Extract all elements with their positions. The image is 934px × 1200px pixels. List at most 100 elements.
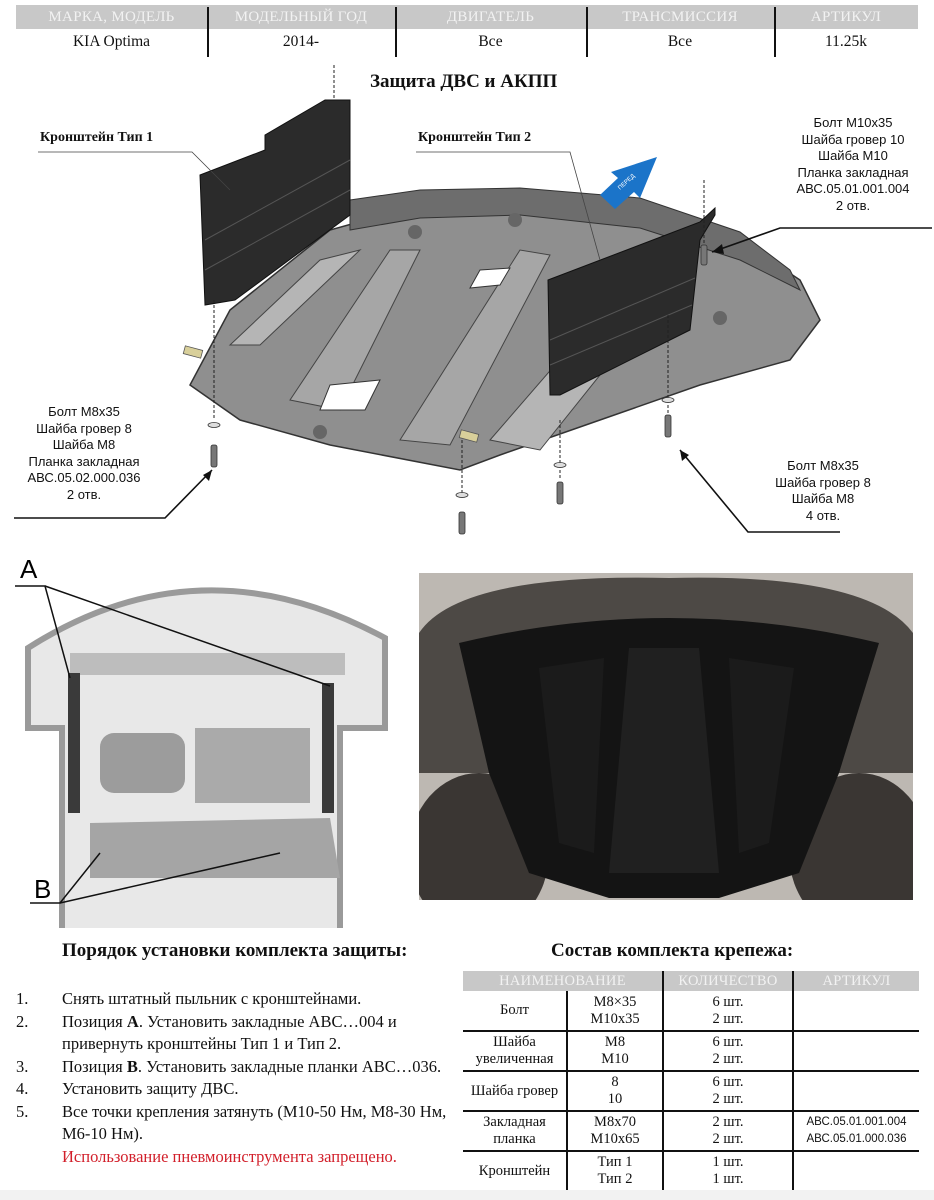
- kit-header-name: НАИМЕНОВАНИЕ: [463, 971, 663, 991]
- kit-item-name: Болт: [463, 991, 567, 1032]
- qty-value: 2 шт.: [712, 1131, 744, 1147]
- qty-value: 1 шт.: [712, 1154, 744, 1170]
- step-text-part: . Установить закладные АВС…004 и приверн…: [62, 1011, 397, 1054]
- step-text-part: . Установить закладные планки АВС…036.: [137, 1056, 442, 1076]
- kit-item-name: Шайба гровер: [463, 1071, 567, 1112]
- callout-line: Шайба М8: [52, 437, 116, 452]
- position-a-ref: А: [126, 1011, 139, 1031]
- footer-bar: [0, 1190, 934, 1200]
- exploded-assembly-diagram: ПЕРЕД: [14, 65, 932, 535]
- divider: [395, 7, 397, 57]
- callout-line: 4 отв.: [805, 507, 841, 523]
- bracket-type2-illustration: [547, 206, 716, 396]
- front-direction-arrow: ПЕРЕД: [600, 157, 657, 209]
- size-value: М10х35: [590, 1010, 640, 1027]
- step-text-part: Позиция: [62, 1056, 127, 1076]
- callout-line: Планка закладная: [28, 453, 140, 469]
- warning-text: Использование пневмоинструмента запрещен…: [62, 1146, 397, 1166]
- callout-line: Шайба гровер 8: [36, 420, 132, 436]
- arrow-heads: [203, 244, 724, 481]
- step-text: Установить защиту ДВС.: [62, 1079, 239, 1098]
- diagram-title: Защита ДВС и АКПП: [370, 71, 558, 92]
- kit-item-qty: 6 шт.2 шт.: [662, 1031, 793, 1072]
- qty-value: 6 шт.: [712, 1034, 744, 1050]
- callout-line: Шайба гровер 10: [801, 131, 905, 147]
- kit-title: Состав комплекта крепежа:: [551, 940, 794, 961]
- size-value: М10х65: [590, 1131, 640, 1147]
- callout-line: АВС.05.01.001.004: [796, 181, 910, 196]
- qty-value: 1 шт.: [712, 1171, 744, 1187]
- qty-value: 6 шт.: [712, 1074, 744, 1090]
- step-item: 3. Позиция В. Установить закладные планк…: [16, 1056, 456, 1079]
- step-number: 3.: [16, 1056, 29, 1076]
- vehicle-info-value-row: KIA Optima 2014- Все Все 11.25k: [16, 29, 918, 55]
- value-engine: Все: [478, 33, 503, 50]
- installation-steps: 1. Снять штатный пыльник с кронштейнами.…: [16, 988, 456, 1168]
- header-article: АРТИКУЛ: [810, 9, 882, 25]
- kit-item-name: Закладная планка: [463, 1111, 567, 1152]
- position-b-ref: В: [126, 1056, 138, 1076]
- position-b-label: B: [34, 874, 51, 904]
- kit-item-qty: 6 шт.2 шт.: [662, 1071, 793, 1112]
- divider: [586, 7, 588, 57]
- callout-line: Шайба М8: [791, 491, 855, 506]
- qty-value: 6 шт.: [712, 993, 744, 1010]
- value-transmission: Все: [667, 33, 693, 50]
- callout-line: Болт М8х35: [48, 404, 120, 419]
- step-number: 1.: [16, 989, 29, 1008]
- kit-table: НАИМЕНОВАНИЕ КОЛИЧЕСТВО АРТИКУЛ Болт М8×…: [463, 971, 919, 1192]
- size-value: М10: [601, 1051, 629, 1067]
- value-article: 11.25k: [824, 33, 868, 50]
- callout-left-bottom: Болт М8х35 Шайба гровер 8 Шайба М8 Планк…: [10, 404, 158, 503]
- step-item: 2. Позиция А. Установить закладные АВС…0…: [16, 1011, 456, 1056]
- qty-value: 2 шт.: [712, 1114, 744, 1130]
- callout-line: АВС.05.02.000.036: [27, 470, 141, 485]
- qty-value: 2 шт.: [712, 1051, 744, 1067]
- step-item: 1. Снять штатный пыльник с кронштейнами.: [16, 988, 456, 1011]
- value-brand-model: KIA Optima: [72, 33, 151, 50]
- kit-item-article: [792, 1031, 919, 1072]
- kit-item-name: Кронштейн: [463, 1151, 567, 1192]
- step-text: Позиция В. Установить закладные планки А…: [62, 1056, 456, 1079]
- size-value: 8: [611, 1074, 619, 1090]
- kit-item-qty: 2 шт.2 шт.: [662, 1111, 793, 1152]
- kit-item-name: Шайба увеличенная: [463, 1031, 567, 1072]
- article-value: АВС.05.01.000.036: [806, 1133, 907, 1145]
- label-leader-lines: [38, 151, 601, 261]
- size-value: Тип 2: [597, 1171, 633, 1187]
- callout-arrows: [14, 227, 932, 533]
- size-value: М8х70: [594, 1114, 636, 1130]
- callout-line: 2 отв.: [66, 486, 102, 502]
- mounting-positions-image: A B: [15, 554, 388, 928]
- callout-line: Планка закладная: [797, 164, 909, 180]
- callout-line: Шайба М10: [818, 148, 888, 163]
- embed-plate-icons: [182, 345, 480, 443]
- size-value: Тип 1: [597, 1154, 633, 1170]
- qty-value: 2 шт.: [712, 1091, 744, 1107]
- bracket-type2-label: Кронштейн Тип 2: [418, 130, 532, 145]
- bracket-type1-label: Кронштейн Тип 1: [40, 130, 154, 145]
- callout-line: Болт М8х35: [787, 458, 859, 473]
- step-item: 5. Все точки крепления затянуть (М10-50 …: [16, 1101, 456, 1146]
- value-model-year: 2014-: [282, 33, 320, 50]
- step-number: 4.: [16, 1079, 29, 1098]
- header-engine: ДВИГАТЕЛЬ: [446, 9, 535, 25]
- header-model-year: МОДЕЛЬНЫЙ ГОД: [234, 9, 368, 25]
- vehicle-info-header-row: МАРКА, МОДЕЛЬ МОДЕЛЬНЫЙ ГОД ДВИГАТЕЛЬ ТР…: [16, 5, 918, 29]
- kit-header-qty: КОЛИЧЕСТВО: [662, 971, 793, 991]
- installed-skid-plate-photo: [419, 573, 913, 900]
- kit-header-row: НАИМЕНОВАНИЕ КОЛИЧЕСТВО АРТИКУЛ: [463, 971, 919, 991]
- callout-line: Болт М10х35: [813, 115, 893, 130]
- callout-line: 2 отв.: [835, 197, 871, 213]
- kit-item-qty: 1 шт.1 шт.: [662, 1151, 793, 1192]
- kit-item-article: [792, 1151, 919, 1192]
